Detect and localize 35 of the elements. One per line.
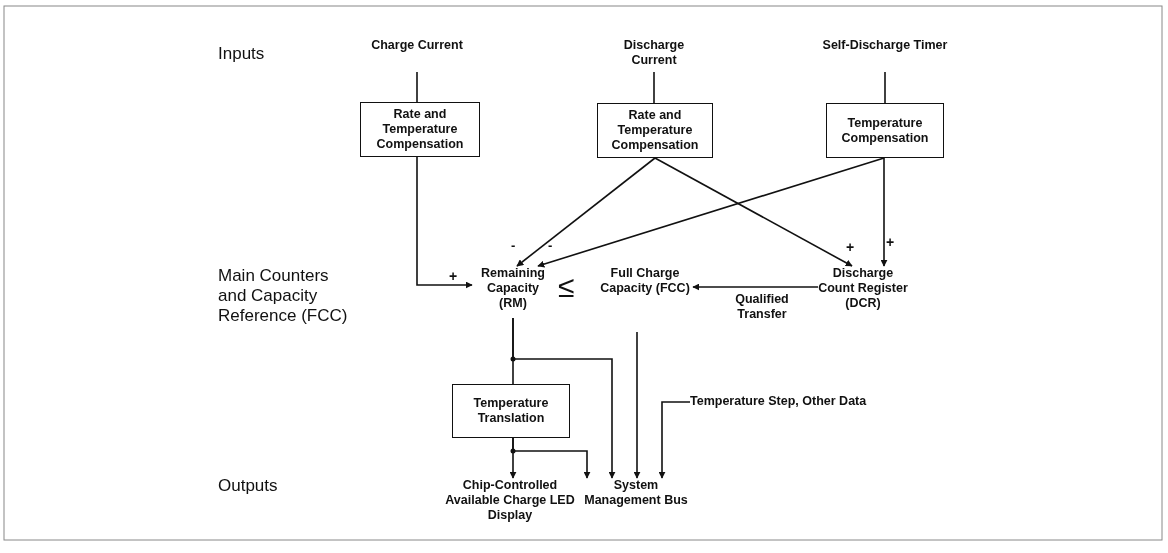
connector-line: [416, 71, 418, 103]
process-box: Temperature Compensation: [826, 103, 944, 158]
arrow: [633, 331, 641, 479]
comparison-symbol: ≤: [558, 270, 575, 303]
arrow: [654, 157, 853, 267]
section-heading: Main Counters and Capacity Reference (FCC): [218, 266, 349, 326]
section-heading: Outputs: [218, 476, 278, 496]
node-label: Temperature Step, Other Data: [690, 394, 867, 409]
sign-label: +: [846, 239, 855, 256]
connector-line: [884, 71, 886, 104]
process-box: Rate and Temperature Compensation: [597, 103, 713, 158]
node-label: Discharge Count Register (DCR): [818, 266, 908, 311]
sign-label: +: [449, 268, 458, 285]
section-heading: Inputs: [218, 44, 265, 64]
arrow: [516, 157, 656, 267]
node-label: Remaining Capacity (RM): [480, 266, 546, 311]
arrow: [537, 157, 885, 268]
arrow: [692, 283, 819, 291]
arrow: [512, 437, 591, 479]
node-label: Discharge Current: [622, 38, 686, 68]
node-label: Self-Discharge Timer: [822, 38, 948, 53]
sign-label: -: [511, 238, 516, 254]
sign-label: -: [548, 238, 553, 254]
node-label: Charge Current: [371, 38, 463, 53]
node-label: Chip-Controlled Available Charge LED Display: [444, 478, 576, 523]
arrow: [416, 156, 473, 289]
arrow: [658, 401, 691, 479]
connector-line: [653, 71, 655, 104]
process-box: Rate and Temperature Compensation: [360, 102, 480, 157]
arrow: [512, 317, 616, 479]
sign-label: +: [886, 234, 895, 251]
process-box: Temperature Translation: [452, 384, 570, 438]
node-label: Full Charge Capacity (FCC): [599, 266, 691, 296]
node-label: System Management Bus: [583, 478, 689, 508]
arrow: [880, 157, 888, 267]
